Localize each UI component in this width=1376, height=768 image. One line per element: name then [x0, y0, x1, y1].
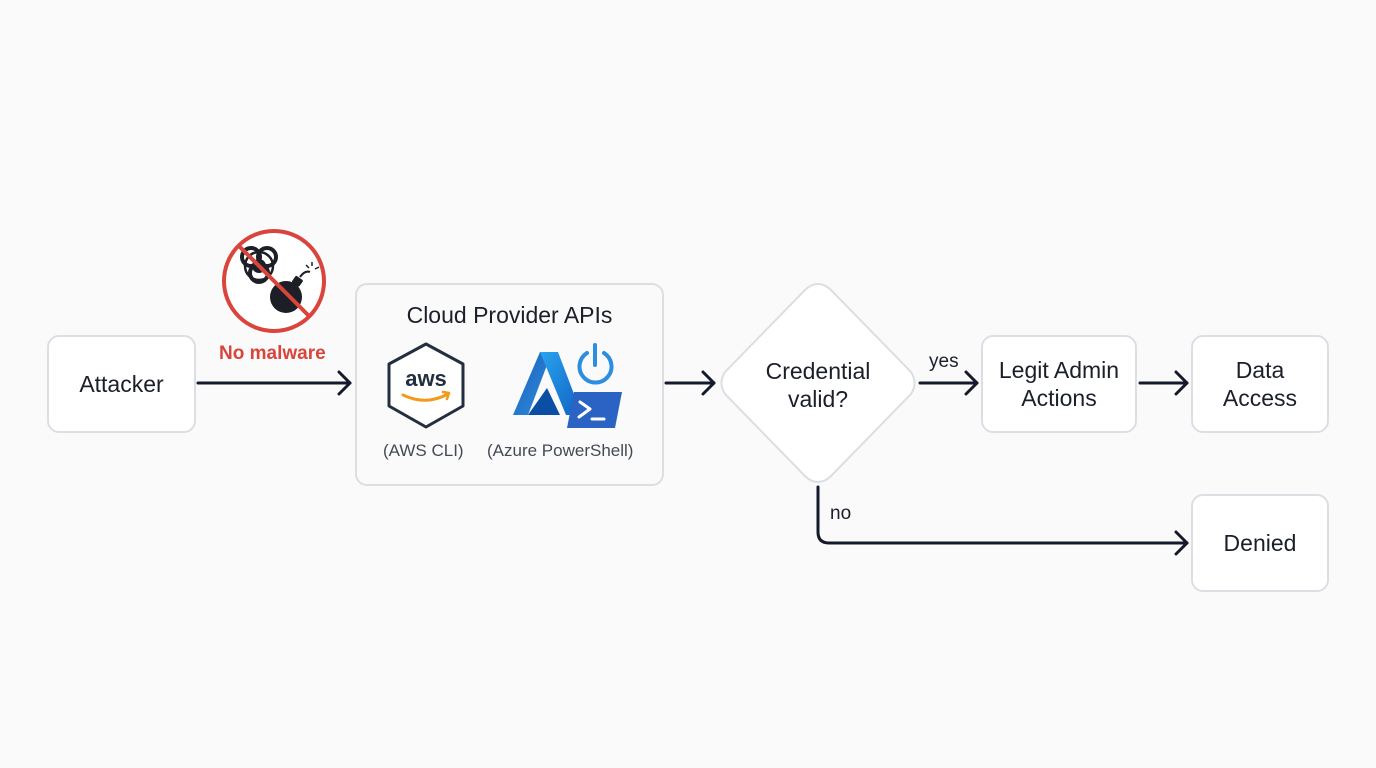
arrow-attacker-to-apis [196, 370, 352, 396]
edge-label-yes: yes [929, 351, 959, 372]
decision-label-wrap: Credential valid? [718, 354, 918, 416]
node-attacker-label: Attacker [79, 371, 164, 397]
node-data-access: Data Access [1191, 335, 1329, 433]
node-attacker: Attacker [47, 335, 196, 433]
arrow-apis-to-decision [664, 370, 716, 396]
no-malware-icon [222, 229, 326, 333]
node-denied: Denied [1191, 494, 1329, 592]
aws-cli-caption: (AWS CLI) [383, 441, 464, 460]
powershell-icon [567, 392, 622, 428]
arrow-yes-to-legit [918, 370, 979, 396]
power-icon [577, 343, 614, 385]
node-cloud-apis-title: Cloud Provider APIs [406, 302, 613, 328]
node-cloud-apis: Cloud Provider APIs [355, 283, 664, 486]
bomb-icon [270, 262, 320, 313]
no-malware-label: No malware [219, 343, 326, 364]
azure-logo-icon [513, 343, 622, 428]
node-legit-admin: Legit Admin Actions [981, 335, 1137, 433]
aws-logo-text: aws [405, 366, 447, 391]
azure-powershell-caption: (Azure PowerShell) [487, 441, 634, 460]
node-denied-label: Denied [1223, 530, 1297, 556]
decision-diamond [720, 282, 916, 484]
arrow-no-to-denied [816, 485, 1189, 556]
aws-logo-icon: aws [387, 342, 465, 429]
arrow-legit-to-data [1138, 370, 1189, 396]
decision-label: Credential valid? [765, 358, 871, 412]
edge-label-no: no [830, 503, 852, 524]
node-data-access-label: Data Access [1222, 357, 1298, 411]
node-legit-admin-label: Legit Admin Actions [998, 357, 1120, 411]
